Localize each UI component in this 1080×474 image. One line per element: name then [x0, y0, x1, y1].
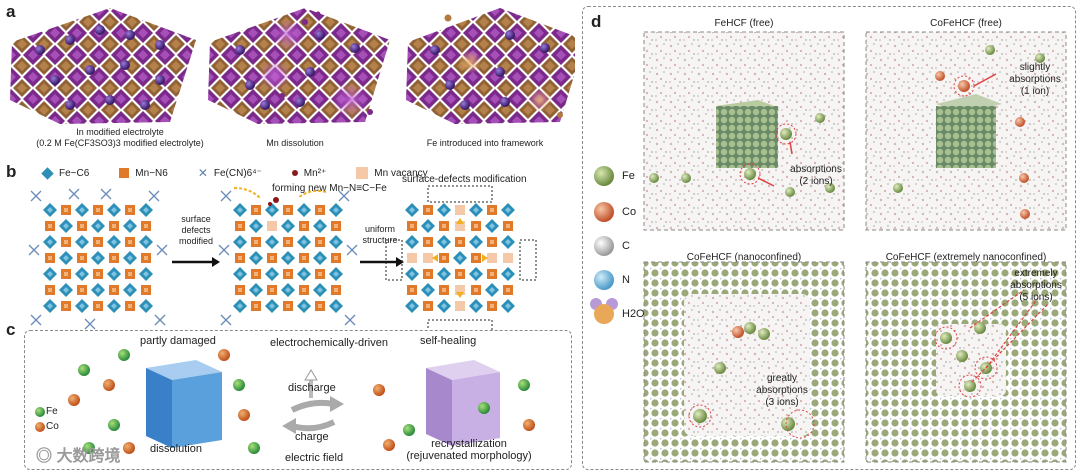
annotation-cofehcf-line2: absorptions — [1000, 74, 1070, 86]
self-healing-label: self-healing — [420, 335, 476, 347]
recryst-line1: recrystallization — [394, 438, 544, 450]
arrow2-label: uniform structure — [352, 224, 408, 246]
annotation-nano-line2: absorptions — [742, 385, 822, 397]
caption-a1-line2: (0.2 M Fe(CF3SO3)3 modified electrolyte) — [30, 138, 210, 149]
legend-mnn6: Mn−N6 — [135, 168, 168, 179]
annotation-fehcf: absorptions (2 ions) — [776, 164, 856, 188]
panel-d-label: d — [591, 12, 601, 32]
watermark-icon: ◎ — [36, 448, 56, 465]
annotation-extreme: extremely absorptions (5 ions) — [1002, 268, 1070, 304]
caption-modified-electrolyte: In modified electrolyte (0.2 M Fe(CF3SO3… — [30, 127, 210, 149]
fecn6-icon: ✕ — [198, 166, 208, 180]
sim-cofehcf-nano — [644, 262, 844, 462]
damaged-cube — [146, 360, 222, 448]
legend-fecn: Fe(CN)6⁴⁻ — [214, 168, 262, 179]
arrow2-line1: uniform — [352, 224, 408, 235]
panel-b-lattice-diagrams — [0, 180, 575, 330]
lattice-fe-introduced — [406, 8, 575, 124]
legend-mn2: Mn²⁺ — [304, 168, 327, 179]
fe-c6-icon — [41, 167, 53, 179]
watermark-text: 大数跨境 — [56, 448, 120, 465]
panel-b-label: b — [6, 162, 16, 182]
recryst-line2: (rejuvenated morphology) — [394, 450, 544, 462]
annotation-fehcf-line2: (2 ions) — [776, 176, 856, 188]
dissolution-label: dissolution — [150, 443, 202, 455]
annotation-cofehcf: slightly absorptions (1 ion) — [1000, 62, 1070, 98]
caption-mn-dissolution: Mn dissolution — [225, 138, 365, 149]
panel-c-label: c — [6, 320, 15, 340]
annotation-nano: greatly absorptions (3 ions) — [742, 373, 822, 409]
legend-c-fe: Fe — [46, 406, 58, 417]
arrow2-line2: structure — [352, 235, 408, 246]
charge-label: charge — [295, 431, 329, 443]
mn2-icon — [292, 170, 298, 176]
lattice-modified-electrolyte — [10, 8, 196, 124]
legend-b: Fe−C6 Mn−N6 ✕ Fe(CN)6⁴⁻ Mn²⁺ Mn vacancy — [42, 166, 428, 180]
legend-d-n: N — [622, 274, 630, 286]
discharge-label: discharge — [288, 382, 336, 394]
electric-field-label: electric field — [285, 452, 343, 464]
mn-vacancy-icon — [356, 167, 368, 179]
healed-cube — [426, 360, 500, 446]
watermark: ◎ 大数跨境 — [36, 442, 120, 466]
legend-d-fe: Fe — [622, 170, 635, 182]
annotation-fehcf-line1: absorptions — [776, 164, 856, 176]
lattice-b-left — [29, 189, 167, 329]
lattice-mn-dissolution — [208, 8, 390, 124]
partly-damaged-label: partly damaged — [140, 335, 216, 347]
legend-d-c: C — [622, 240, 630, 252]
caption-fe-introduced: Fe introduced into framework — [405, 138, 565, 149]
annotation-extreme-line1: extremely — [1002, 268, 1070, 280]
arrow1-line2: defects — [168, 225, 224, 236]
legend-d-co: Co — [622, 206, 636, 218]
annotation-cofehcf-line3: (1 ion) — [1000, 86, 1070, 98]
legend-c-co: Co — [46, 421, 59, 432]
mn-n6-icon — [119, 168, 129, 178]
annotation-extreme-line3: (5 ions) — [1002, 292, 1070, 304]
recrystallization-label: recrystallization (rejuvenated morpholog… — [394, 438, 544, 462]
annotation-extreme-line2: absorptions — [1002, 280, 1070, 292]
lattice-b-right — [386, 186, 536, 330]
legend-fec6: Fe−C6 — [59, 168, 89, 179]
lattice-b-middle — [219, 188, 357, 325]
annotation-nano-line3: (3 ions) — [742, 397, 822, 409]
annotation-nano-line1: greatly — [742, 373, 822, 385]
caption-a1-line1: In modified electrolyte — [30, 127, 210, 138]
arrow1-label: surface defects modified — [168, 214, 224, 247]
sim-fehcf-free — [644, 32, 844, 230]
electro-driven-label: electrochemically-driven — [270, 337, 388, 349]
annotation-cofehcf-line1: slightly — [1000, 62, 1070, 74]
arrow1-line1: surface — [168, 214, 224, 225]
arrow1-line3: modified — [168, 236, 224, 247]
